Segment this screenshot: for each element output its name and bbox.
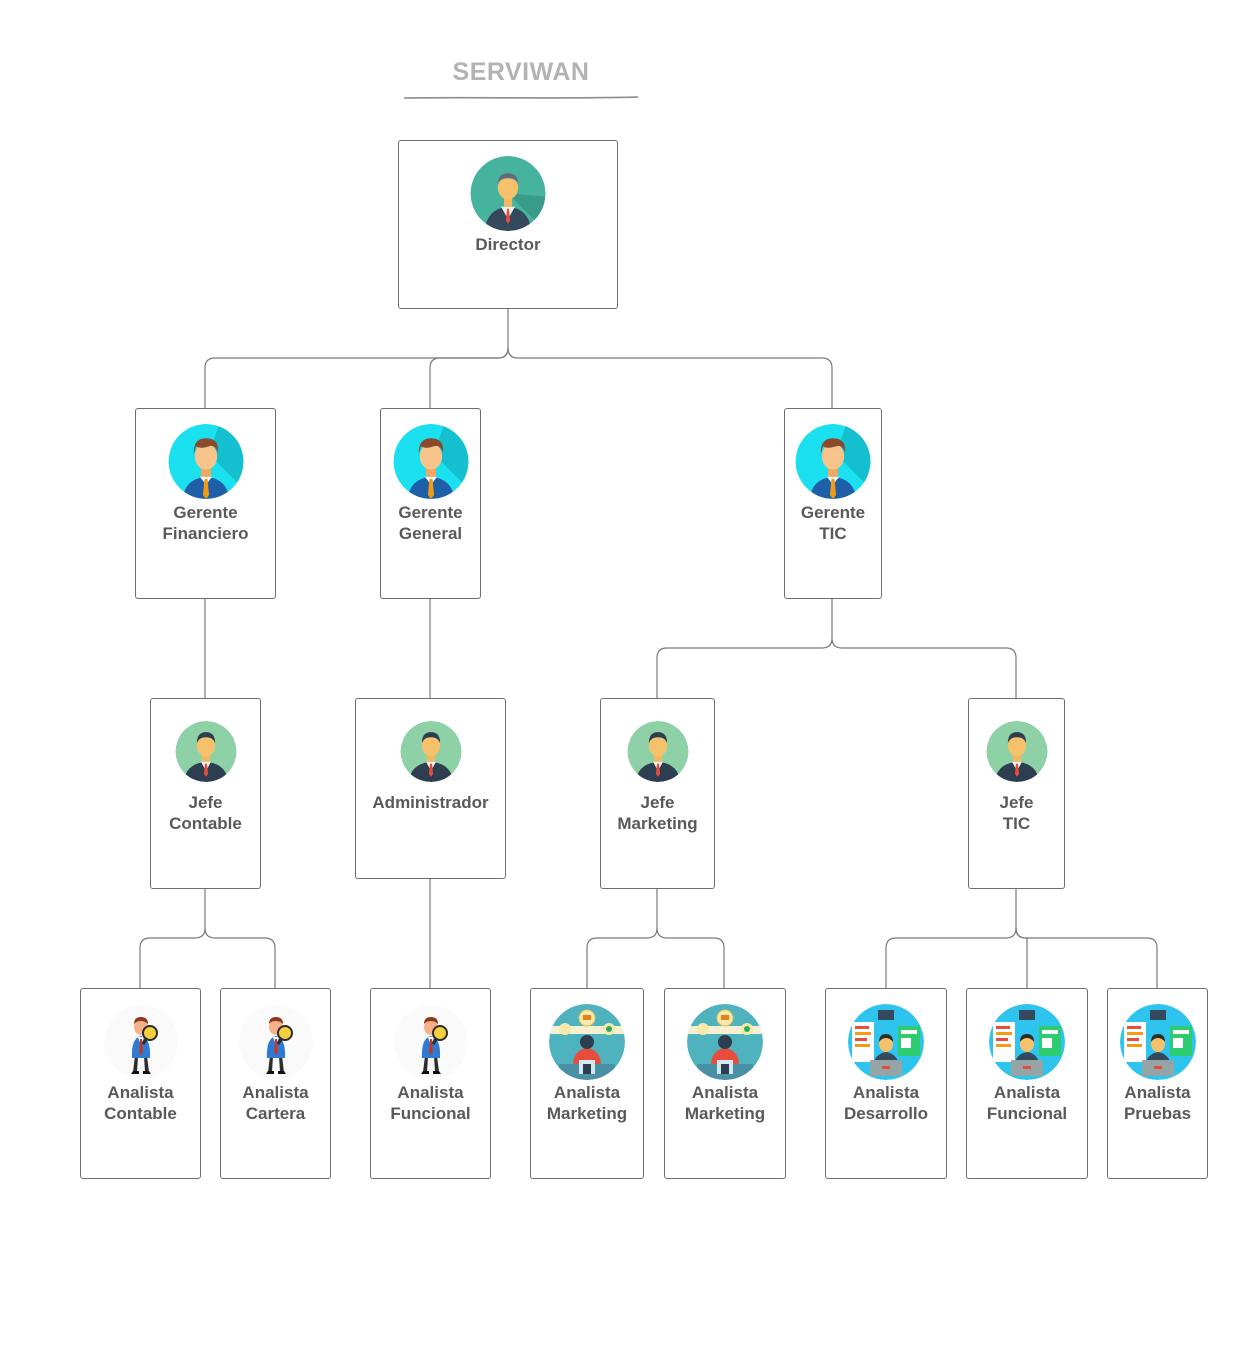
manager-avatar-icon: [168, 424, 243, 499]
connector-director-financiero: [204, 308, 509, 408]
chief-avatar-icon: [627, 721, 688, 782]
node-label: Analista Funcional: [390, 1083, 471, 1123]
connector-tic-jefe-tic: [831, 637, 1017, 698]
node-label: Analista Contable: [104, 1083, 177, 1123]
node-label: Gerente General: [398, 503, 463, 543]
node-analista-marketing-2[interactable]: Analista Marketing: [664, 988, 786, 1179]
node-analista-cartera[interactable]: Analista Cartera: [220, 988, 331, 1179]
node-analista-funcional-tic[interactable]: Analista Funcional: [966, 988, 1088, 1179]
node-analista-desarrollo[interactable]: Analista Desarrollo: [825, 988, 947, 1179]
manager-avatar-icon: [393, 424, 468, 499]
node-label: Analista Marketing: [546, 1083, 628, 1123]
connector-tic-funcional: [1015, 927, 1028, 988]
title-underline: [403, 96, 639, 99]
node-label: Jefe Marketing: [617, 793, 698, 833]
node-label: Jefe TIC: [999, 793, 1034, 833]
connector-tic-desarrollo: [885, 888, 1017, 988]
developer-workstation-icon: [989, 1004, 1065, 1080]
node-analista-contable[interactable]: Analista Contable: [80, 988, 201, 1179]
chief-avatar-icon: [175, 721, 236, 782]
developer-workstation-icon: [1119, 1004, 1196, 1080]
node-jefe-contable[interactable]: Jefe Contable: [150, 698, 261, 889]
node-label: Analista Marketing: [684, 1083, 766, 1123]
node-label: Administrador: [372, 793, 489, 812]
node-label: Analista Pruebas: [1123, 1083, 1192, 1123]
manager-avatar-icon: [795, 424, 871, 499]
node-label: Director: [475, 235, 541, 254]
node-gerente-general[interactable]: Gerente General: [380, 408, 481, 599]
node-director[interactable]: Director: [398, 140, 618, 309]
executive-avatar-icon: [470, 156, 546, 231]
node-analista-pruebas[interactable]: Analista Pruebas: [1107, 988, 1208, 1179]
connector-director-tic: [507, 347, 833, 408]
node-label: Analista Cartera: [242, 1083, 309, 1123]
connector-contable-analista-contable: [139, 888, 206, 988]
node-jefe-tic[interactable]: Jefe TIC: [968, 698, 1065, 889]
chief-avatar-icon: [986, 721, 1047, 782]
connector-tic-pruebas: [1015, 927, 1158, 988]
auditor-magnifier-icon: [102, 1004, 179, 1080]
auditor-magnifier-icon: [238, 1004, 314, 1080]
node-analista-marketing-1[interactable]: Analista Marketing: [530, 988, 644, 1179]
node-label: Gerente Financiero: [162, 503, 249, 543]
node-label: Analista Desarrollo: [843, 1083, 929, 1123]
connector-marketing-analista-1: [586, 888, 658, 988]
node-analista-funcional-admin[interactable]: Analista Funcional: [370, 988, 491, 1179]
node-gerente-financiero[interactable]: Gerente Financiero: [135, 408, 276, 599]
node-administrador[interactable]: Administrador: [355, 698, 506, 879]
node-label: Jefe Contable: [169, 793, 242, 833]
connector-contable-analista-cartera: [204, 927, 276, 988]
connector-marketing-analista-2: [656, 927, 725, 988]
diagram-title: SERVIWAN: [452, 58, 590, 86]
chief-avatar-icon: [400, 721, 461, 782]
marketing-workstation-icon: [687, 1004, 763, 1080]
connector-director-general: [429, 347, 509, 408]
node-label: Gerente TIC: [800, 503, 866, 543]
connector-tic-jefe-marketing: [656, 598, 833, 698]
node-jefe-marketing[interactable]: Jefe Marketing: [600, 698, 715, 889]
node-gerente-tic[interactable]: Gerente TIC: [784, 408, 882, 599]
marketing-workstation-icon: [549, 1004, 625, 1080]
developer-workstation-icon: [848, 1004, 924, 1080]
node-label: Analista Funcional: [986, 1083, 1068, 1123]
auditor-magnifier-icon: [393, 1004, 469, 1080]
